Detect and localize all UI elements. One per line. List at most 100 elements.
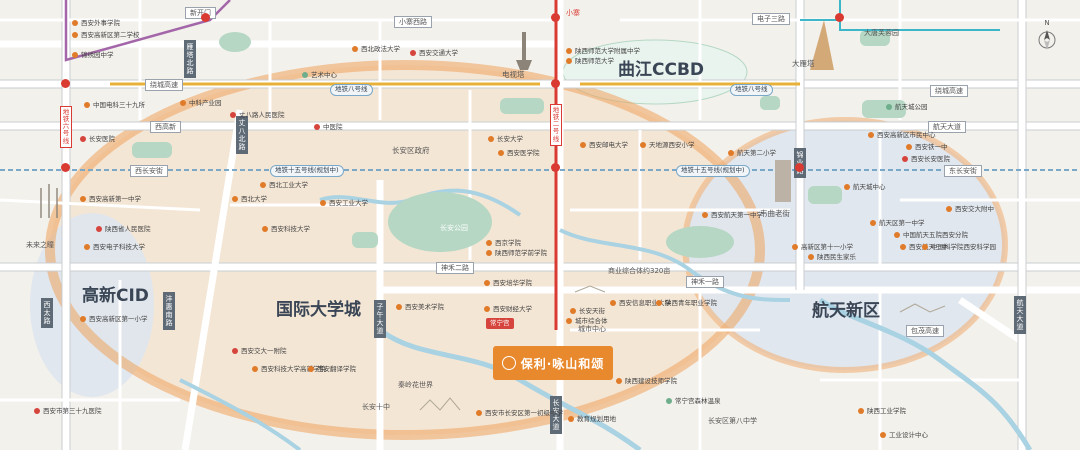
poi: 西安财经大学 bbox=[484, 306, 532, 313]
poi: 西安信息职业大学 bbox=[610, 300, 671, 307]
label-changan-gov: 长安区政府 bbox=[392, 146, 430, 155]
road-xi-changan: 西长安街 bbox=[130, 165, 168, 178]
poi: 中国科学院西安科学园 bbox=[922, 244, 996, 251]
poi: 西安医学院 bbox=[498, 150, 540, 157]
poi: 西安邮电大学 bbox=[580, 142, 628, 149]
metro-line15-w: 地铁十五号线(规划中) bbox=[270, 165, 344, 177]
poi: 天地源西安小学 bbox=[640, 142, 695, 149]
label-shenhe-mall: 商业综合体约320亩 bbox=[608, 267, 671, 275]
district-hangtian: 航天新区 bbox=[812, 301, 880, 321]
district-gaoxin: 高新CID bbox=[82, 286, 149, 306]
poi: 长安大学 bbox=[488, 136, 523, 143]
poi: 锦绣园中学 bbox=[72, 52, 114, 59]
poi: 常宁宫森林温泉 bbox=[666, 398, 721, 405]
poi: 城市综合体 bbox=[566, 318, 608, 325]
poi: 西安科技大学 bbox=[262, 226, 310, 233]
label-dayanta-park: 大唐芙蓉园 bbox=[864, 29, 899, 37]
road-yanta-n: 雁塔北路 bbox=[184, 40, 196, 79]
poi: 陕西青年职业学院 bbox=[656, 300, 717, 307]
poi: 航天区第一中学 bbox=[870, 220, 925, 227]
poi: 航天城中心 bbox=[844, 184, 886, 191]
poi: 中科产业园 bbox=[180, 100, 222, 107]
label-changan8: 长安区第八中学 bbox=[708, 417, 757, 425]
poi: 西安翻译学院 bbox=[308, 366, 356, 373]
poi: 陕西师范学前学院 bbox=[486, 250, 547, 257]
zone-halo-central bbox=[50, 65, 760, 435]
poi: 陕西民生家乐 bbox=[808, 254, 856, 261]
poi: 西北大学 bbox=[232, 196, 267, 203]
poi: 西安铁一中 bbox=[906, 144, 948, 151]
poi: 工业设计中心 bbox=[880, 432, 928, 439]
district-qujiang: 曲江CCBD bbox=[618, 60, 705, 80]
poi: 西安市第三十九医院 bbox=[34, 408, 102, 415]
poi: 西安高新第一中学 bbox=[80, 196, 141, 203]
zone-halo-hangtian bbox=[685, 120, 1005, 370]
poi: 西安外事学院 bbox=[72, 20, 120, 27]
metro-line8-w: 地铁八号线 bbox=[330, 84, 373, 96]
label-weiqu: 韦曲老街 bbox=[760, 209, 790, 218]
metro-icon bbox=[835, 13, 844, 22]
metro-icon bbox=[795, 163, 804, 172]
metro-line6: 地铁六号线 bbox=[60, 106, 72, 148]
poi: 西安工业大学 bbox=[320, 200, 368, 207]
poi: 西安市长安区第一初级中学 bbox=[476, 410, 563, 417]
road-shenhe1: 神禾一路 bbox=[686, 276, 724, 289]
metro-line2: 地铁二号线 bbox=[550, 104, 562, 146]
label-changan-park: 长安公园 bbox=[440, 224, 468, 232]
metro-icon bbox=[551, 13, 560, 22]
road-xitai: 西太路 bbox=[41, 298, 53, 329]
road-zhangba: 丈八北路 bbox=[236, 116, 248, 155]
poi: 艺术中心 bbox=[302, 72, 337, 79]
road-shenhe2: 神禾二路 bbox=[436, 262, 474, 275]
poi: 西北工业大学 bbox=[260, 182, 308, 189]
road-fenghe: 沣惠南路 bbox=[163, 292, 175, 331]
metro-icon bbox=[201, 13, 210, 22]
metro-icon bbox=[61, 163, 70, 172]
metro-icon bbox=[551, 79, 560, 88]
poi: 西安交通大学 bbox=[410, 50, 458, 57]
label-dayanta: 大雁塔 bbox=[792, 59, 815, 68]
label-qinling: 秦岭花世界 bbox=[398, 381, 433, 389]
poi: 航天城公园 bbox=[886, 104, 928, 111]
road-baoyuan: 包茂高速 bbox=[906, 325, 944, 338]
road-dianzi3: 电子三路 bbox=[752, 13, 790, 26]
poi: 西安航天第一中学 bbox=[702, 212, 763, 219]
road-hangtian: 航天大道 bbox=[928, 121, 966, 134]
poi: 西安高新区第一小学 bbox=[80, 316, 148, 323]
metro-line8-e: 地铁八号线 bbox=[730, 84, 773, 96]
project-badge[interactable]: 保利·咏山和颂 bbox=[493, 346, 613, 380]
label-future-city: 未来之瞳 bbox=[26, 241, 54, 249]
road-changan: 长安大道 bbox=[550, 396, 562, 435]
road-xigao: 西高新 bbox=[150, 121, 181, 134]
poi: 西安航天三中 bbox=[900, 244, 948, 251]
poi: 西安培华学院 bbox=[484, 280, 532, 287]
zone-halo-gaoxin bbox=[30, 213, 154, 397]
metro-xiaozhai: 小寨 bbox=[566, 9, 580, 17]
road-ziwu: 子午大道 bbox=[374, 300, 386, 339]
poi: 陕西师范大学附属中学 bbox=[566, 48, 640, 55]
poi: 西京学院 bbox=[486, 240, 521, 247]
road-huancheng: 绕城高速 bbox=[145, 79, 183, 92]
poi: 陕西师范大学 bbox=[566, 58, 614, 65]
label-changan10: 长安十中 bbox=[362, 403, 390, 411]
poi: 中医院 bbox=[314, 124, 343, 131]
svg-text:N: N bbox=[1044, 19, 1049, 27]
metro-icon bbox=[551, 163, 560, 172]
poi: 西安长安医院 bbox=[902, 156, 950, 163]
poi: 中国航天五院西安分院 bbox=[894, 232, 968, 239]
metro-icon bbox=[61, 79, 70, 88]
callout-changning: 常宁宫 bbox=[486, 318, 514, 329]
poi: 西安交大附中 bbox=[946, 206, 994, 213]
label-tv-tower: 电视塔 bbox=[502, 70, 525, 79]
project-name: 保利·咏山和颂 bbox=[520, 356, 605, 371]
poi: 西安高新区第二学校 bbox=[72, 32, 140, 39]
poi: 陕西省人民医院 bbox=[96, 226, 151, 233]
metro-line15-e: 地铁十五号线(规划中) bbox=[676, 165, 750, 177]
poi: 长安天街 bbox=[570, 308, 605, 315]
road-xiaozhai-w: 小寨西路 bbox=[394, 16, 432, 29]
poly-logo-icon bbox=[501, 356, 516, 370]
poi: 陕西建设技师学院 bbox=[616, 378, 677, 385]
poi: 西安电子科技大学 bbox=[84, 244, 145, 251]
poi: 航天第二小学 bbox=[728, 150, 776, 157]
